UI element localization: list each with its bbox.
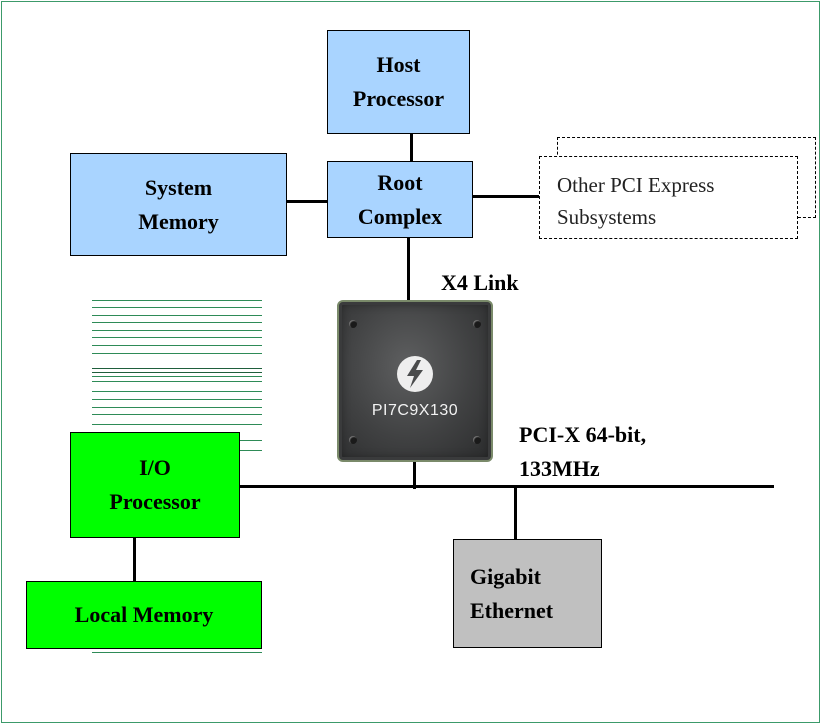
local-memory-box: Local Memory	[26, 581, 262, 649]
x4-link-label: X4 Link	[441, 270, 519, 295]
pcix-bus-line	[240, 485, 774, 488]
io-processor-box: I/O Processor	[70, 432, 240, 538]
chip-pin-marker	[473, 436, 481, 444]
host-processor-label-line2: Processor	[352, 86, 445, 111]
pcix-bus-label: PCI-X 64-bit, 133MHz	[519, 418, 646, 486]
system-memory-box: System Memory	[70, 153, 287, 256]
link-io-localmem	[133, 538, 136, 582]
link-root-other	[473, 195, 539, 198]
pcix-label-line2: 133MHz	[519, 456, 600, 481]
chip-pin-marker	[349, 320, 357, 328]
root-complex-label-line1: Root	[377, 169, 423, 195]
gigabit-ethernet-box: Gigabit Ethernet	[453, 539, 602, 648]
pcix-label-line1: PCI-X 64-bit,	[519, 422, 647, 447]
chip-bus-stub	[413, 461, 416, 489]
chip-part-number: PI7C9X130	[371, 402, 459, 419]
root-complex-box: Root Complex	[327, 161, 473, 238]
other-pci-box: Other PCI Express Subsystems	[539, 156, 798, 239]
x4-link-line	[407, 237, 410, 302]
link-bus-ethernet	[514, 485, 517, 540]
system-memory-label-line1: System	[144, 174, 213, 200]
local-memory-label: Local Memory	[74, 602, 214, 627]
bridge-chip: PI7C9X130	[337, 300, 493, 462]
other-pci-label-line1: Other PCI Express	[557, 173, 715, 197]
host-processor-label-line1: Host	[376, 52, 421, 77]
system-memory-label-line2: Memory	[138, 208, 219, 234]
host-processor-box: Host Processor	[327, 30, 470, 134]
chip-pin-marker	[349, 436, 357, 444]
link-host-root	[410, 134, 413, 162]
io-processor-label-line2: Processor	[109, 489, 201, 514]
chip-pin-marker	[473, 320, 481, 328]
gigabit-ethernet-label-line1: Gigabit	[470, 563, 541, 589]
pericom-logo-icon	[397, 356, 433, 392]
root-complex-label-line2: Complex	[357, 203, 443, 229]
other-pci-label-line2: Subsystems	[557, 205, 657, 229]
link-memory-root	[287, 200, 327, 203]
io-processor-label-line1: I/O	[139, 455, 171, 480]
gigabit-ethernet-label-line2: Ethernet	[470, 597, 554, 623]
